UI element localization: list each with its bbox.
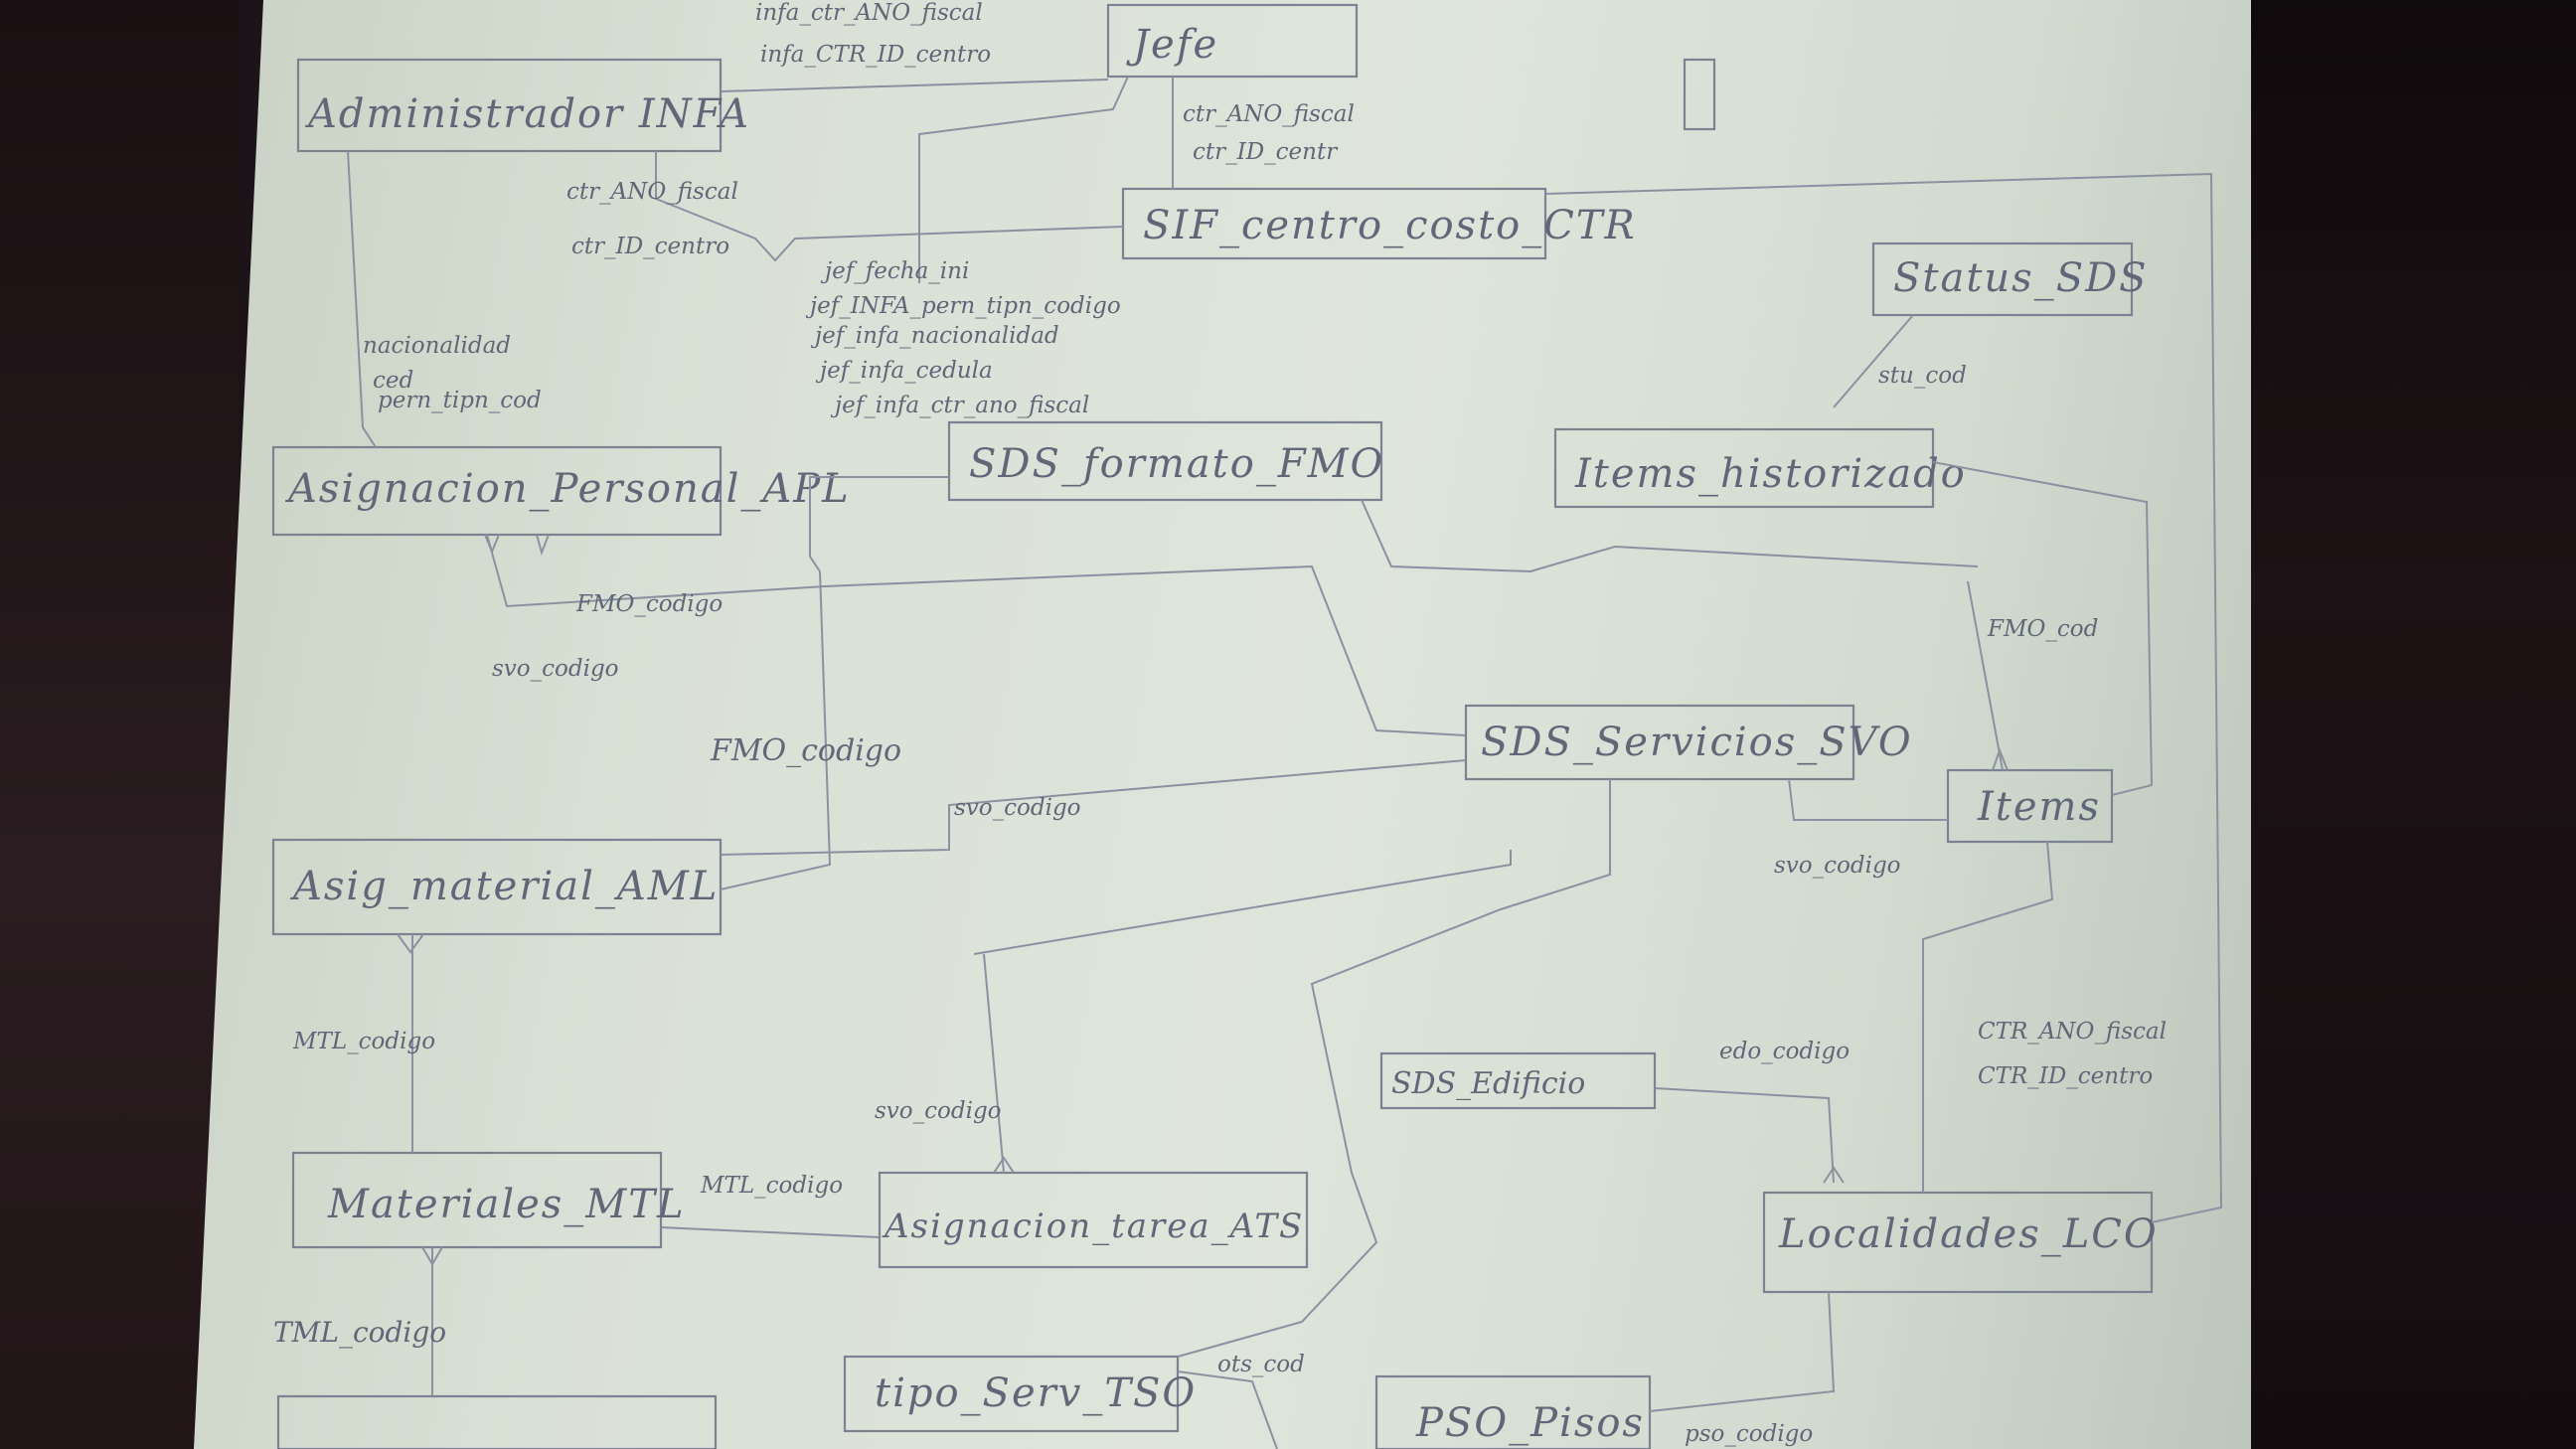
paper-sheet [194, 0, 2251, 1449]
label-l18: FMO_codigo [710, 733, 901, 768]
crow-foot-items [1992, 747, 2009, 771]
label-l2: infa_CTR_ID_centro [760, 42, 991, 68]
crow-foot-materiales [421, 1246, 443, 1266]
line-tipo-ots [1177, 1370, 1278, 1449]
label-l30: pso_codigo [1685, 1421, 1813, 1447]
label-l3: ctr_ANO_fiscal [1183, 101, 1355, 127]
line-admin-asignacion [347, 150, 377, 448]
entity-tipo-serv: tipo_Serv_TSO [875, 1370, 1197, 1416]
entity-box-pso-pisos [1374, 1374, 1652, 1449]
entity-box-localidades [1762, 1191, 2154, 1294]
line-fmo-material [720, 570, 832, 890]
label-l8: jef_INFA_pern_tipn_codigo [805, 293, 1121, 319]
crow-foot-tarea [993, 1156, 1015, 1174]
crow-foot-material [397, 933, 424, 954]
line-edificio-localidades [1654, 1087, 1835, 1184]
label-l12: nacionalidad [363, 333, 511, 359]
line-svo-tarea [983, 953, 1005, 1174]
entity-sds-edificio: SDS_Edificio [1391, 1066, 1585, 1101]
label-l22: MTL_codigo [292, 1029, 435, 1054]
line-items-fmo [1967, 580, 2004, 771]
small-mark [1683, 58, 1716, 131]
entity-box-asig-material [271, 838, 723, 936]
entity-status: Status_SDS [1893, 255, 2149, 301]
line-materiales-tarea [660, 1226, 881, 1238]
label-l5: ctr_ANO_fiscal [566, 179, 738, 205]
entity-box-asignacion-personal [271, 445, 723, 537]
label-l26: svo_codigo [875, 1098, 1002, 1124]
entity-asig-material: Asig_material_AML [289, 864, 719, 909]
line-jefe-down [918, 76, 1129, 283]
line-servicios-tipo [1177, 779, 1611, 1358]
line-material-servicios [720, 759, 1467, 856]
line-formato-left [809, 476, 949, 572]
label-l7: jef_fecha_ini [820, 258, 969, 284]
line-admin-jefe [720, 79, 1109, 92]
entity-sds-formato: SDS_formato_FMO [969, 441, 1384, 487]
entity-box-materiales [291, 1151, 663, 1249]
entity-box-sif-centro [1121, 187, 1547, 260]
label-l13: ced [373, 368, 413, 394]
entity-box-cut-off [276, 1394, 718, 1449]
entity-jefe: Jefe [1126, 22, 1218, 68]
background-right [2238, 0, 2576, 1449]
entity-administrador: Administrador INFA [304, 91, 750, 137]
entity-sif-centro: SIF_centro_costo_CTR [1143, 203, 1637, 248]
line-sif-localidades [1544, 172, 2223, 1223]
label-l27: MTL_codigo [700, 1173, 843, 1199]
entity-box-status [1871, 242, 2134, 317]
label-l9: jef_infa_nacionalidad [810, 323, 1059, 349]
line-formato-right [1361, 499, 1979, 573]
label-l24: CTR_ANO_fiscal [1978, 1019, 2167, 1045]
line-status-historial [1833, 314, 1914, 408]
label-l4: ctr_ID_centr [1193, 139, 1339, 165]
line-admin-sif [655, 151, 1124, 262]
entity-sds-servicios: SDS_Servicios_SVO [1481, 720, 1913, 765]
entity-box-sds-servicios [1464, 704, 1855, 781]
label-l10: jef_infa_cedula [815, 358, 993, 384]
entity-asignacion-tarea: Asignacion_tarea_ATS [882, 1207, 1304, 1246]
label-l11: jef_infa_ctr_ano_fiscal [830, 393, 1089, 418]
entity-localidades: Localidades_LCO [1778, 1211, 2159, 1257]
line-servicios-items [1788, 778, 1948, 821]
label-l20: FMO_cod [1987, 616, 2098, 642]
label-l29: ots_cod [1217, 1352, 1305, 1377]
entity-box-administrador [296, 58, 723, 153]
crow-foot-asignacion [484, 534, 550, 557]
entity-box-asignacion-tarea [878, 1171, 1309, 1269]
line-asignacion-servicios [486, 534, 1467, 736]
label-l6: ctr_ID_centro [571, 234, 729, 259]
label-l14: pern_tipn_cod [378, 388, 542, 413]
background-left [0, 0, 239, 1449]
entity-box-jefe [1106, 3, 1359, 79]
entity-box-items [1946, 768, 2114, 844]
entity-box-sds-formato [947, 420, 1383, 502]
line-localidades-pisos [1649, 1291, 1836, 1412]
crow-foot-localidades [1823, 1166, 1845, 1184]
label-l19: svo_codigo [954, 795, 1081, 821]
label-l25: CTR_ID_centro [1978, 1063, 2153, 1089]
line-items-localidades [1922, 841, 2054, 1193]
label-l1: infa_ctr_ANO_fiscal [755, 0, 983, 26]
label-l21: svo_codigo [1774, 853, 1901, 879]
entity-box-tipo-serv [843, 1355, 1180, 1433]
label-l15: stu_cod [1878, 363, 1967, 389]
entity-pso-pisos: PSO_Pisos [1415, 1400, 1645, 1446]
entity-materiales: Materiales_MTL [327, 1182, 686, 1227]
label-l16: FMO_codigo [575, 591, 723, 617]
label-l17: svo_codigo [492, 656, 619, 682]
line-historial-items [1932, 461, 2154, 796]
entity-asignacion-personal: Asignacion_Personal_APL [284, 466, 851, 512]
entity-box-items-historial [1553, 427, 1935, 509]
label-l28: TML_codigo [273, 1316, 446, 1349]
entity-items: Items [1977, 784, 2101, 830]
line-servicios-tarea [973, 850, 1512, 955]
entity-items-historial: Items_historizado [1574, 451, 1967, 497]
label-l23: edo_codigo [1719, 1039, 1850, 1064]
entity-box-sds-edificio [1379, 1051, 1657, 1110]
